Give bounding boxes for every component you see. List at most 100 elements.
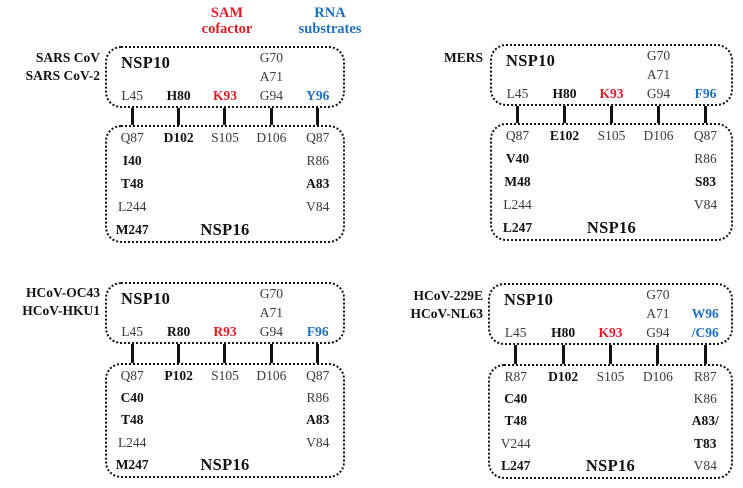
residue-h80: H80 xyxy=(552,86,577,101)
nsp16-box: Q87 E102 S105 D106 Q87 V40 M48 L244 L247… xyxy=(490,123,733,241)
residue-t48: T48 xyxy=(120,175,144,191)
residue-a71: A71 xyxy=(646,66,671,82)
residue-h80: H80 xyxy=(166,88,191,103)
residue-l45: L45 xyxy=(506,86,529,101)
interaction-line xyxy=(656,345,660,364)
nsp10-residues: G70 A71 L45 R80 R93 G94 F96 xyxy=(109,284,341,342)
residue-r80: R80 xyxy=(166,324,191,339)
interaction-line xyxy=(516,106,519,123)
interaction-line xyxy=(130,108,134,125)
residue-q87: Q87 xyxy=(306,130,330,146)
residue-v84: V84 xyxy=(693,457,717,473)
nsp16-residues: R87 D102 S105 D106 R87 C40 T48 V244 L247… xyxy=(492,366,729,477)
residue-g94: G94 xyxy=(259,324,284,339)
nsp16-box: R87 D102 S105 D106 R87 C40 T48 V244 L247… xyxy=(488,364,733,479)
interaction-lines xyxy=(490,106,733,123)
residue-d102: D102 xyxy=(163,130,194,146)
residue-r86: R86 xyxy=(306,390,330,406)
residue-q87: Q87 xyxy=(120,130,144,146)
residue-t83: T83 xyxy=(694,435,717,451)
interaction-line xyxy=(223,344,227,363)
interaction-line xyxy=(223,108,227,125)
residue-r86: R86 xyxy=(306,153,330,169)
residue-s105: S105 xyxy=(211,368,239,384)
residue-l244: L244 xyxy=(503,196,532,212)
residue-s105: S105 xyxy=(596,369,625,385)
nsp10-residues: G70 A71 L45 H80 K93 G94 Y96 xyxy=(109,48,341,106)
interaction-lines xyxy=(105,108,345,125)
nsp10-title: NSP10 xyxy=(506,51,556,70)
residue-d106: D106 xyxy=(642,369,673,385)
rna-label-line2: substrates xyxy=(298,20,362,37)
residue-d102: D102 xyxy=(548,369,579,385)
nsp10-title: NSP10 xyxy=(121,289,171,308)
interaction-line xyxy=(561,345,565,364)
residue-m48: M48 xyxy=(504,173,531,189)
nsp16-title: NSP16 xyxy=(586,217,637,237)
residue-g94: G94 xyxy=(259,88,284,103)
panel-mers: NSP10 G70 A71 L45 H80 K93 G94 F96 Q87 E1… xyxy=(490,44,733,241)
nsp16-box: Q87 D102 S105 D106 Q87 I40 T48 L244 M247… xyxy=(105,125,345,243)
residue-s83: S83 xyxy=(694,173,716,189)
residue-v244: V244 xyxy=(500,435,531,451)
residue-a83: A83/ xyxy=(691,413,719,429)
residue-g94: G94 xyxy=(646,86,671,101)
residue-g70: G70 xyxy=(259,285,284,301)
virus-line: HCoV-NL63 xyxy=(410,306,484,321)
residue-i40: I40 xyxy=(122,153,142,169)
residue-r87: R87 xyxy=(504,369,527,385)
residue-l45: L45 xyxy=(504,325,527,340)
nsp10-residues: G70 A71 W96 L45 H80 K93 G94 /C96 xyxy=(492,285,729,343)
virus-line: SARS CoV-2 xyxy=(25,68,100,83)
residue-y96: Y96 xyxy=(306,88,330,103)
virus-name-label-mers: MERS xyxy=(380,49,483,67)
virus-name-label-oc43-hku1: HCoV-OC43 HCoV-HKU1 xyxy=(0,284,100,320)
nsp16-residues: Q87 D102 S105 D106 Q87 I40 T48 L244 M247… xyxy=(109,127,341,241)
residue-l45: L45 xyxy=(121,324,144,339)
residue-g70: G70 xyxy=(259,49,284,65)
panel-hcov-229e-nl63: NSP10 G70 A71 W96 L45 H80 K93 G94 /C96 R… xyxy=(488,283,733,479)
residue-r93: R93 xyxy=(213,324,237,339)
residue-v84: V84 xyxy=(306,198,330,214)
interaction-line xyxy=(610,106,613,123)
residue-k93: K93 xyxy=(212,88,237,103)
residue-q87: Q87 xyxy=(120,368,144,384)
residue-l247: L247 xyxy=(502,219,533,235)
residue-q87: Q87 xyxy=(505,128,530,144)
residue-k93: K93 xyxy=(598,325,623,340)
interaction-line xyxy=(269,344,273,363)
residue-r87: R87 xyxy=(694,369,717,385)
residue-c40: C40 xyxy=(504,391,528,407)
nsp10-box: NSP10 G70 A71 L45 H80 K93 G94 F96 xyxy=(490,44,733,106)
virus-line: HCoV-229E xyxy=(413,288,484,303)
interaction-line xyxy=(177,108,181,125)
residue-l247: L247 xyxy=(501,457,531,473)
residue-v40: V40 xyxy=(505,151,530,167)
residue-q87: Q87 xyxy=(693,128,718,144)
residue-v84: V84 xyxy=(306,434,330,450)
residue-e102: E102 xyxy=(549,128,580,144)
sam-cofactor-label: SAM cofactor xyxy=(181,5,273,37)
residue-g70: G70 xyxy=(646,47,671,63)
nsp16-title: NSP16 xyxy=(200,219,250,239)
residue-a83: A83 xyxy=(306,412,330,428)
residue-s105: S105 xyxy=(597,128,626,144)
residue-h80: H80 xyxy=(551,325,576,340)
virus-line: SARS CoV xyxy=(35,50,100,65)
interaction-line xyxy=(514,345,518,364)
interaction-line xyxy=(269,108,273,125)
residue-d106: D106 xyxy=(256,130,287,146)
residue-p102: P102 xyxy=(164,368,193,384)
interaction-line xyxy=(563,106,566,123)
residue-f96: F96 xyxy=(694,86,717,101)
interaction-line xyxy=(657,106,660,123)
nsp10-title: NSP10 xyxy=(504,290,554,309)
residue-a71: A71 xyxy=(259,304,284,320)
residue-c40: C40 xyxy=(120,390,144,406)
residue-q87: Q87 xyxy=(306,368,330,384)
nsp10-box: NSP10 G70 A71 L45 R80 R93 G94 F96 xyxy=(105,282,345,344)
residue-m247: M247 xyxy=(115,456,149,472)
interaction-line xyxy=(316,344,320,363)
interaction-lines xyxy=(105,344,345,363)
residue-a71: A71 xyxy=(646,305,670,321)
